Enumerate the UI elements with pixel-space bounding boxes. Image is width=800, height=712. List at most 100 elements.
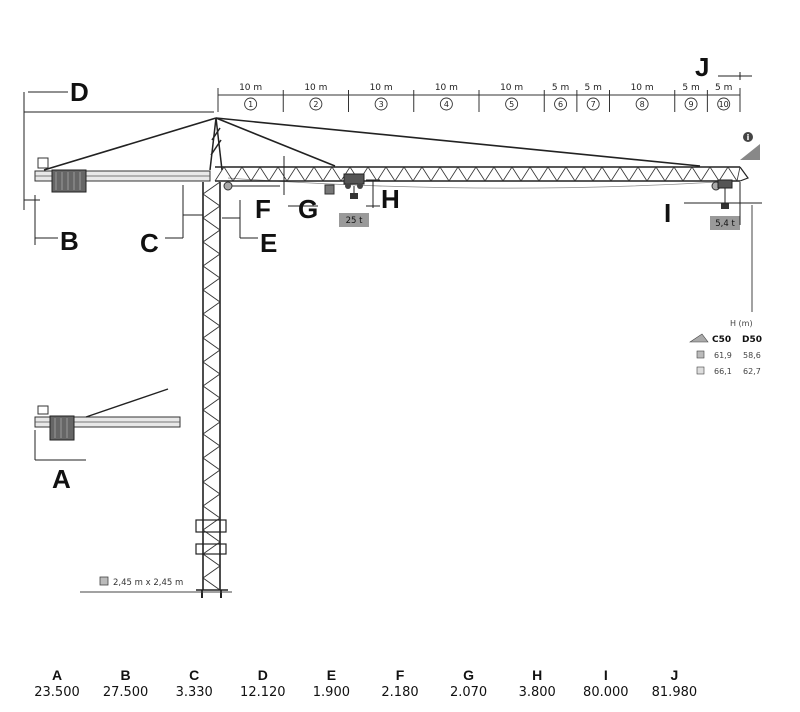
jib-truss-member: [655, 166, 666, 182]
jib-truss-member: [736, 166, 741, 182]
segment-length-label: 5 m: [715, 83, 732, 93]
letter-g: G: [298, 194, 318, 224]
dim-f-marker: [230, 156, 285, 195]
segment-number-circle: [635, 97, 649, 111]
mast-truss-member: [202, 373, 221, 387]
dimension-letter: C: [189, 667, 200, 683]
trolley-cable: [227, 177, 719, 189]
mast-truss-member: [202, 397, 221, 411]
mast-truss-member: [202, 253, 221, 267]
letter-e: E: [260, 228, 277, 258]
mast-truss-member: [202, 313, 221, 327]
jib-truss-member: [520, 166, 531, 182]
jib-truss-member: [511, 166, 522, 182]
mast-truss-member: [202, 193, 221, 207]
jib-truss-member: [637, 166, 648, 182]
mast-truss-member: [202, 217, 221, 231]
dimension-col-b: B 27.500: [91, 666, 161, 702]
segment-number-circle: [374, 97, 388, 111]
jib-truss-member: [313, 166, 324, 182]
letter-i: I: [664, 198, 671, 228]
segment-number: 10: [719, 100, 729, 109]
jib-truss-member: [682, 166, 693, 182]
jib-truss-member: [394, 166, 405, 182]
trolley: [288, 173, 365, 207]
jib-truss-member: [601, 166, 612, 182]
mast-truss-member: [202, 265, 221, 279]
jib-truss-member: [385, 166, 396, 182]
jib-truss-member: [664, 166, 675, 182]
segment-number: 4: [444, 100, 449, 109]
jib-truss-member: [223, 166, 234, 182]
dimension-letter: G: [463, 667, 475, 683]
base-icon-1: [696, 350, 705, 359]
jib-truss-member: [268, 166, 279, 182]
dimension-value: 2.180: [381, 685, 419, 700]
segment-number-circle: [586, 97, 600, 111]
dim-i-marker: [684, 182, 762, 225]
jib-truss-member: [439, 166, 450, 182]
mast-type-icon: [689, 333, 709, 343]
info-icon: [743, 132, 753, 142]
segment-length-label: 10 m: [370, 83, 393, 93]
height-table-header-1: C50: [712, 335, 731, 345]
mast-truss-member: [202, 349, 221, 363]
letter-d: D: [70, 77, 89, 107]
dimension-letter: J: [670, 667, 679, 683]
dim-b-marker: [34, 195, 58, 245]
tower-head: [209, 117, 223, 171]
height-table-r2c2: 62,7: [743, 367, 761, 376]
height-table-header-2: D50: [742, 335, 762, 345]
dimension-value: 3.800: [518, 685, 556, 700]
dimension-value: 12.120: [240, 685, 286, 700]
max-load-label: 25 t: [346, 216, 364, 226]
pendant-lines: [43, 117, 701, 171]
jib-truss-member: [241, 166, 252, 182]
mast-truss-member: [202, 325, 221, 339]
mast-truss-member: [202, 457, 221, 471]
mast-truss-member: [202, 241, 221, 255]
dimension-value: 80.000: [583, 685, 629, 700]
dimension-letter: E: [326, 667, 337, 683]
dimension-letter: F: [395, 667, 405, 683]
dimension-value: 1.900: [312, 685, 350, 700]
segment-number-circle: [717, 97, 731, 111]
segment-number: 8: [640, 100, 645, 109]
jib-truss-member: [466, 166, 477, 182]
dimension-letter: B: [120, 667, 131, 683]
jib-truss-member: [547, 166, 558, 182]
dimension-col-g: G 2.070: [434, 666, 504, 702]
jib-truss-member: [421, 166, 432, 182]
dimension-col-h: H 3.800: [502, 666, 572, 702]
dimension-letter: H: [532, 667, 543, 683]
dim-h-marker: [366, 179, 380, 208]
dimension-value: 27.500: [102, 685, 149, 700]
letter-h: H: [381, 184, 400, 214]
tower-mast: [195, 181, 228, 598]
jib-truss-member: [484, 166, 495, 182]
mast-truss-member: [202, 337, 221, 351]
dim-c-marker: [165, 185, 203, 239]
mast-section-label: 2,45 m x 2,45 m: [113, 578, 183, 588]
dimension-col-e: E 1.900: [296, 666, 366, 702]
height-table-r1c2: 58,6: [743, 351, 761, 360]
segment-number: 9: [689, 100, 694, 109]
dimension-value: 23.500: [34, 685, 80, 700]
jib-truss-member: [574, 166, 585, 182]
mast-truss-member: [202, 181, 221, 195]
dim-d-marker: [23, 91, 214, 210]
dimension-value: 2.070: [449, 685, 488, 700]
mast-truss-member: [202, 505, 221, 519]
jib-truss-member: [628, 166, 639, 182]
jib-truss-member: [403, 166, 414, 182]
segment-number-circle: [505, 97, 519, 111]
segment-number: 7: [591, 100, 596, 109]
height-table-r2c1: 66,1: [714, 367, 732, 376]
segment-number: 6: [558, 100, 563, 109]
segment-length-label: 10 m: [500, 83, 523, 93]
